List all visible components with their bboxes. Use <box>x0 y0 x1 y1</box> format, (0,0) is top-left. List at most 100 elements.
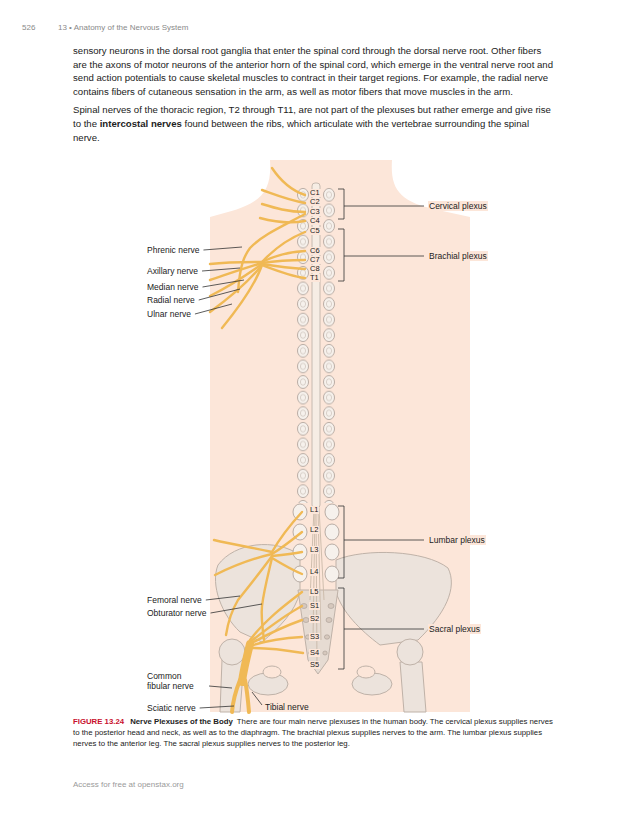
leader-line <box>209 686 232 688</box>
arm-nerve <box>210 262 262 264</box>
bracket <box>338 189 424 219</box>
vertebra-label: L4 <box>309 568 319 577</box>
tibial-nerve <box>245 680 249 712</box>
vertebra-label: S2 <box>309 615 320 624</box>
left-femoral-head <box>219 639 245 665</box>
pelvis <box>215 545 451 712</box>
body-paragraph: Spinal nerves of the thoracic region, T2… <box>73 103 557 144</box>
vertebra-label: S1 <box>309 602 320 611</box>
foramen <box>323 651 327 655</box>
brachial-root <box>262 260 305 263</box>
running-head: 13 • Anatomy of the Nervous System <box>58 23 188 32</box>
figure-number: FIGURE 13.24 <box>73 717 124 726</box>
figure-title: Nerve Plexuses of the Body <box>130 717 233 726</box>
lumbar-branch <box>214 540 272 552</box>
lumbar-root <box>272 558 302 574</box>
nerve-label: Axillary nerve <box>147 266 198 276</box>
arm-nerve <box>210 265 262 312</box>
key-term: intercostal nerves <box>100 118 182 129</box>
nerves <box>210 168 305 712</box>
plexus-label: Brachial plexus <box>428 251 488 261</box>
sciatic-nerve <box>242 644 250 682</box>
arm-nerve <box>210 263 262 280</box>
bracket <box>338 229 424 281</box>
foramen <box>326 618 332 623</box>
nerve-label: Phrenic nerve <box>147 245 199 255</box>
leader-line <box>211 604 262 613</box>
left-ilium <box>215 545 300 642</box>
cervical-nerve <box>272 168 305 195</box>
leader-lines <box>195 247 262 708</box>
vertebra-label: C3 <box>309 208 321 217</box>
vertebra <box>325 566 339 582</box>
arm-nerve <box>222 265 262 328</box>
nerve-label: Median nerve <box>147 282 199 292</box>
vertebra-label: L1 <box>309 506 319 515</box>
leader-line <box>195 304 232 314</box>
brachial-root <box>262 232 305 262</box>
left-obturator-foramen <box>263 666 281 678</box>
vertebra-label: C2 <box>309 198 321 207</box>
nerve-label: Common fibular nerve <box>147 671 205 691</box>
sacrum <box>298 590 338 674</box>
right-femur <box>400 662 426 712</box>
lumbar-root <box>272 532 302 554</box>
vertebra <box>325 524 339 540</box>
nerve-label: Tibial nerve <box>265 702 309 712</box>
vertebra-label: L5 <box>309 588 319 597</box>
sacral-root <box>252 648 303 653</box>
cervical-nerve <box>262 204 305 212</box>
foramen <box>328 604 334 609</box>
leader-line <box>252 692 262 705</box>
leader-line <box>202 268 240 271</box>
figure-caption: FIGURE 13.24Nerve Plexuses of the BodyTh… <box>73 716 557 749</box>
leader-line <box>206 596 240 600</box>
brachial-root <box>262 251 305 262</box>
sacral-foramina <box>301 604 334 656</box>
nerve-label: Radial nerve <box>147 295 195 305</box>
vertebra-label: C4 <box>309 217 321 226</box>
vertebra-label: S4 <box>309 649 320 658</box>
lumbar-root <box>272 512 302 552</box>
body-paragraph: sensory neurons in the dorsal root gangl… <box>73 44 557 98</box>
leader-line <box>203 247 242 250</box>
vertebra <box>293 504 307 520</box>
vertebra-label: C6 <box>309 247 321 256</box>
footer: Access for free at openstax.org <box>73 780 184 789</box>
plexus-label: Cervical plexus <box>428 201 488 211</box>
vertebra-label: C8 <box>309 265 321 274</box>
vertebra-label: C7 <box>309 256 321 265</box>
vertebra-label: L2 <box>309 526 319 535</box>
sacral-root <box>250 637 302 646</box>
plexus-label: Sacral plexus <box>428 624 481 634</box>
vertebra <box>325 544 339 560</box>
cervical-nerve <box>262 190 305 203</box>
right-femoral-head <box>397 639 423 665</box>
foramen <box>324 635 329 639</box>
nerve-label: Femoral nerve <box>147 595 202 605</box>
page-number: 526 <box>22 23 35 32</box>
nerve-label: Sciatic nerve <box>147 703 196 713</box>
brackets <box>338 189 424 669</box>
nerve-label: Ulnar nerve <box>147 309 191 319</box>
lumbar-root <box>272 552 302 556</box>
nerve-label: Obturator nerve <box>147 608 207 618</box>
leader-line <box>200 706 234 708</box>
spine <box>293 183 339 668</box>
leader-line <box>199 289 240 300</box>
vertebra-label: C5 <box>309 227 321 236</box>
cauda-equina <box>310 508 324 668</box>
vertebra-label: S5 <box>309 661 320 670</box>
leader-line <box>203 280 244 287</box>
lumbar-branch <box>215 554 272 575</box>
vertebra <box>325 504 339 520</box>
bracket <box>338 506 424 578</box>
common-fibular-nerve <box>232 680 240 712</box>
right-obturator-foramen <box>357 666 375 678</box>
sacral-root <box>250 592 302 640</box>
brachial-root <box>262 265 305 278</box>
nerve-root <box>319 508 324 600</box>
plexus-label: Lumbar plexus <box>428 535 486 545</box>
vertebra-label: T1 <box>309 274 320 283</box>
